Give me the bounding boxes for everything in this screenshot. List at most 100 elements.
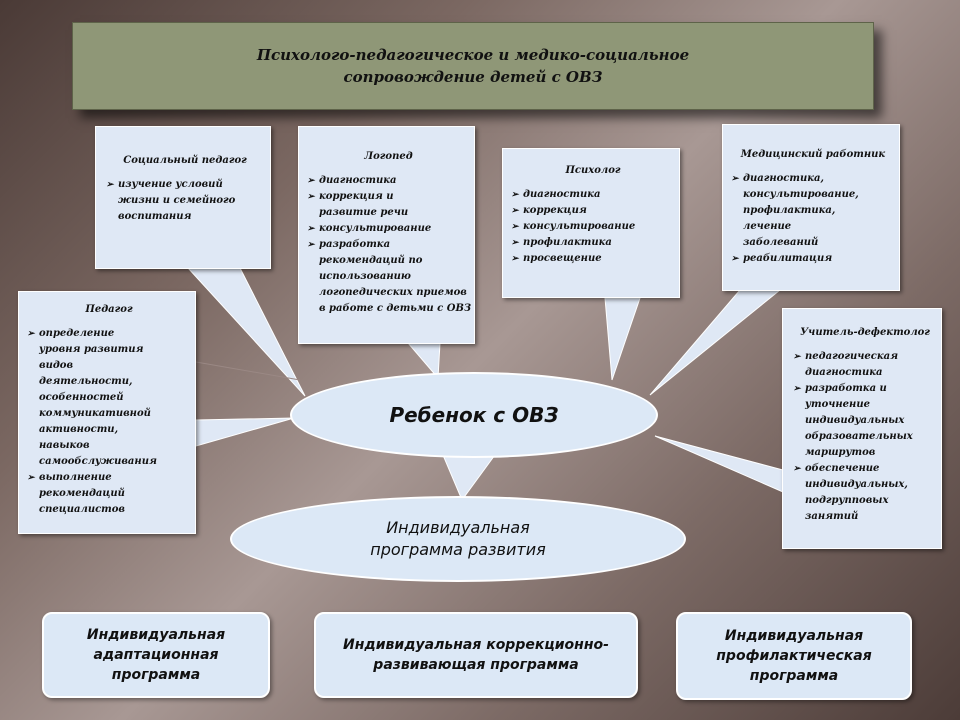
pointer-defectologist [654,435,784,493]
role-list-item: деятельности, [27,374,191,390]
role-list-item-text: диагностика [805,367,883,378]
defectologist-title: Учитель-дефектолог [800,327,930,338]
pointer-medical-worker [649,289,782,396]
bullet-arrow-icon: ➢ [511,238,519,248]
pedagogue-title: Педагог [85,304,133,315]
role-list-item: ➢ профилактика [511,235,675,251]
role-list-item: самообслуживания [27,454,191,470]
role-list-item: лечение [731,219,895,235]
role-list-item-text: выполнение [39,472,112,483]
role-list-item: маршрутов [793,445,937,461]
role-list-item-text: просвещение [523,253,602,264]
role-list-item: ➢ коррекция [511,203,675,219]
role-list-item-text: консультирование [523,221,636,232]
role-list-item-text: специалистов [39,504,126,515]
role-list-item-text: индивидуальных [805,415,905,426]
pedagogue-list: ➢ определение уровня развития видов деятельн… [27,326,191,518]
pointer-social-pedagogue [186,267,306,397]
role-list-item: ➢диагностика [307,173,470,189]
role-list-item: в работе с детьми с ОВЗ [307,301,472,317]
prevention-program-line-2: профилактическая [716,648,872,664]
role-list-item: ➢ просвещение [511,251,675,267]
role-list-item-text: занятий [805,511,859,522]
role-list-item-text: активности, [39,424,119,435]
role-list-item-text: подгрупповых [805,495,889,506]
role-list-item: активности, [27,422,191,438]
role-list-item: подгрупповых [793,493,937,509]
bullet-arrow-icon: ➢ [27,329,35,339]
role-list-item: специалистов [27,502,191,518]
role-list-item: ➢ определение [27,326,191,342]
role-list-item-text: определение [39,328,115,339]
bullet-arrow-icon: ➢ [511,254,519,264]
role-list-item-text: уточнение [805,399,870,410]
correction-program-line-1: Индивидуальная коррекционно- [343,637,609,653]
role-list-item-text: лечение [743,221,792,232]
role-list-item: навыков [27,438,191,454]
psychologist-box: Психолог ➢диагностика➢коррекция➢консульт… [502,148,680,298]
role-list-item: рекомендаций по [307,253,470,269]
correction-program-line-2: развивающая программа [373,657,579,673]
role-list-item-text: диагностика, [743,173,824,184]
title-line-1: Психолого-педагогическое и медико-социал… [256,46,690,64]
adaptation-program-box: Индивидуальная адаптационная программа [42,612,270,698]
role-list-item: ➢ консультирование [511,219,675,235]
role-list-item: развитие речи [307,205,470,221]
role-list-item: индивидуальных [793,413,937,429]
role-list-item: профилактика, [731,203,895,219]
role-list-item-text: в работе с детьми с ОВЗ [319,303,472,314]
role-list-item-text: воспитания [118,211,192,222]
role-list-item: ➢обеспечение [793,461,937,477]
pointer-psychologist [604,297,641,381]
role-list-item: ➢коррекция и [307,189,470,205]
role-list-item-text: педагогическая [805,351,899,362]
adaptation-program-line-1: Индивидуальная [86,627,226,643]
role-list-item-text: маршрутов [805,447,876,458]
medical-worker-title: Медицинский работник [740,149,886,160]
bullet-arrow-icon: ➢ [511,222,519,232]
role-list-item: воспитания [106,209,264,225]
role-list-item-text: индивидуальных, [805,479,908,490]
social-pedagogue-list: ➢ изучение условий жизни и семейного воспит… [106,177,264,225]
role-list-item-text: уровня развития [39,344,144,355]
role-list-item: ➢диагностика [511,187,675,203]
role-list-item-text: навыков [39,440,90,451]
role-list-item: образовательных [793,429,937,445]
role-list-item-text: логопедических приемов [319,287,467,298]
role-list-item-text: профилактика [523,237,612,248]
role-list-item-text: рекомендаций [39,488,125,499]
bullet-arrow-icon: ➢ [307,224,315,234]
bullet-arrow-icon: ➢ [106,180,114,190]
bullet-arrow-icon: ➢ [793,464,801,474]
prevention-program-line-3: программа [749,668,839,684]
role-list-item-text: развитие речи [319,207,409,218]
prevention-program-box: Индивидуальная профилактическая программ… [676,612,912,700]
role-list-item: ➢разработка [307,237,470,253]
psychologist-title: Психолог [565,165,621,176]
role-list-item-text: изучение условий [118,179,223,190]
bullet-arrow-icon: ➢ [511,190,519,200]
role-list-item-text: деятельности, [39,376,133,387]
role-list-item: видов [27,358,191,374]
bullet-arrow-icon: ➢ [793,352,801,362]
role-list-item-text: самообслуживания [39,456,157,467]
title-box: Психолого-педагогическое и медико-социал… [72,22,874,110]
child-ellipse: Ребенок с ОВЗ [290,372,658,458]
role-list-item-text: образовательных [805,431,913,442]
role-list-item-text: диагностика [319,175,397,186]
role-list-item: консультирование, [731,187,895,203]
bullet-arrow-icon: ➢ [731,254,739,264]
role-list-item-text: консультирование [319,223,432,234]
bullet-arrow-icon: ➢ [511,206,519,216]
role-list-item-text: консультирование, [743,189,859,200]
role-list-item-text: коррекция [523,205,587,216]
role-list-item: логопедических приемов [307,285,470,301]
role-list-item: жизни и семейного [106,193,264,209]
role-list-item-text: разработка [319,239,391,250]
prevention-program-line-1: Индивидуальная [724,628,864,644]
role-list-item: ➢выполнение [27,470,191,486]
